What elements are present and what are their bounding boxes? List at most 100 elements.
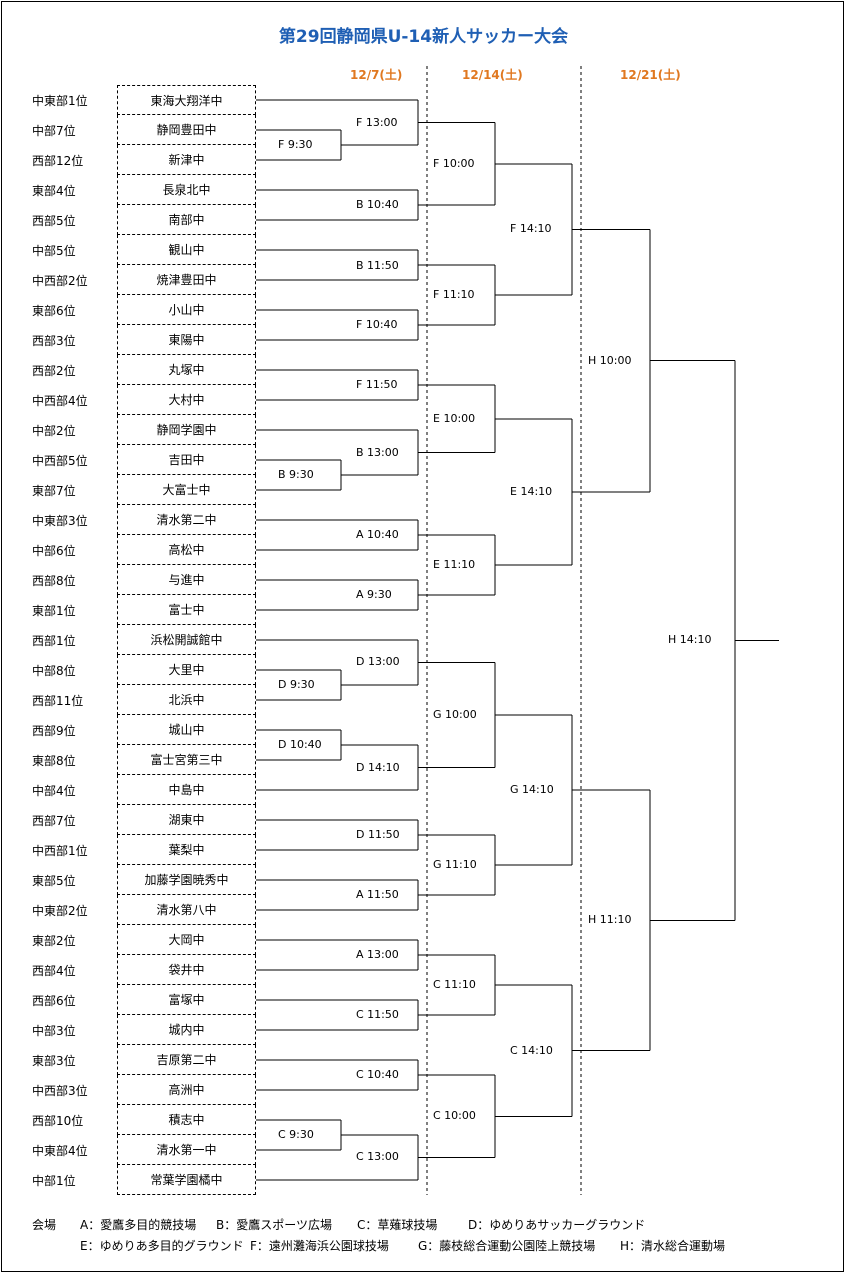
team-rank: 中西部3位 — [32, 1084, 88, 1098]
team-rank: 中西部2位 — [32, 274, 88, 288]
team-rank: 中部1位 — [32, 1174, 76, 1188]
team-rank: 西部7位 — [32, 814, 76, 828]
team-rank: 中部6位 — [32, 544, 76, 558]
team-school: 清水第八中 — [117, 895, 256, 925]
match-label: G 11:10 — [433, 858, 477, 871]
match-label: B 11:50 — [356, 259, 399, 272]
match-label: G 14:10 — [510, 783, 554, 796]
team-school: 高松中 — [117, 535, 256, 565]
match-label: F 13:00 — [356, 116, 398, 129]
team-rank: 東部4位 — [32, 184, 76, 198]
team-school: 焼津豊田中 — [117, 265, 256, 295]
team-rank: 中東部1位 — [32, 94, 88, 108]
team-rank: 西部4位 — [32, 964, 76, 978]
legend-venue-f: F：遠州灘海浜公園球技場 — [250, 1239, 389, 1253]
page-title: 第29回静岡県U-14新人サッカー大会 — [278, 27, 569, 47]
team-rank: 中東部4位 — [32, 1144, 88, 1158]
match-label: E 10:00 — [433, 411, 476, 425]
team-school: 富士宮第三中 — [117, 745, 256, 775]
legend-venue-d: D：ゆめりあサッカーグラウンド — [468, 1218, 646, 1232]
match-label: D 14:10 — [356, 761, 400, 774]
team-rank: 西部6位 — [32, 994, 76, 1008]
match-label: D 13:00 — [356, 655, 400, 668]
match-label: A 10:40 — [356, 528, 399, 541]
team-rank: 中部8位 — [32, 664, 76, 678]
match-label: F 14:10 — [510, 222, 552, 236]
team-school: 静岡豊田中 — [117, 115, 256, 145]
team-school: 静岡学園中 — [117, 415, 256, 445]
match-label: H 11:10 — [588, 913, 632, 927]
team-school: 浜松開誠館中 — [117, 625, 256, 655]
team-school: 吉田中 — [117, 445, 256, 475]
team-rank: 西部8位 — [32, 574, 76, 588]
match-label: F 9:30 — [278, 138, 313, 151]
team-school: 長泉北中 — [117, 175, 256, 205]
team-rank: 中部7位 — [32, 124, 76, 138]
match-label: E 11:10 — [433, 558, 476, 571]
team-school: 大里中 — [117, 655, 256, 685]
team-rank: 東部8位 — [32, 754, 76, 768]
team-school: 城山中 — [117, 715, 256, 745]
team-school: 中島中 — [117, 775, 256, 805]
match-label: B 10:40 — [356, 198, 399, 211]
team-rank: 東部6位 — [32, 304, 76, 318]
match-label: F 11:10 — [433, 288, 475, 301]
match-label: C 10:00 — [433, 1109, 476, 1123]
team-school: 観山中 — [117, 235, 256, 265]
match-label: F 10:00 — [433, 156, 475, 170]
match-label: A 13:00 — [356, 948, 399, 961]
team-school: 袋井中 — [117, 955, 256, 985]
team-rank: 西部10位 — [32, 1114, 84, 1128]
team-school: 清水第一中 — [117, 1135, 256, 1165]
match-label: D 11:50 — [356, 828, 400, 841]
match-label: C 9:30 — [278, 1128, 314, 1141]
legend-venue-g: G：藤枝総合運動公園陸上競技場 — [418, 1239, 596, 1253]
team-school: 与進中 — [117, 565, 256, 595]
team-rank: 東部5位 — [32, 874, 76, 888]
match-label: H 14:10 — [668, 633, 712, 647]
team-school: 清水第二中 — [117, 505, 256, 535]
team-school: 大岡中 — [117, 925, 256, 955]
match-label: D 9:30 — [278, 678, 315, 691]
team-rank: 中東部3位 — [32, 514, 88, 528]
legend-venue-e: E：ゆめりあ多目的グラウンド — [80, 1239, 244, 1253]
team-school: 小山中 — [117, 295, 256, 325]
team-school: 大村中 — [117, 385, 256, 415]
team-school: 東海大翔洋中 — [117, 85, 256, 115]
team-rank: 西部1位 — [32, 634, 76, 648]
match-label: C 14:10 — [510, 1043, 553, 1057]
match-label: D 10:40 — [278, 738, 322, 751]
team-rank: 中西部5位 — [32, 454, 88, 468]
team-rank: 西部5位 — [32, 214, 76, 228]
legend-venue-a: A：愛鷹多目的競技場 — [80, 1218, 197, 1232]
team-rank: 西部3位 — [32, 334, 76, 348]
team-rank: 西部9位 — [32, 724, 76, 738]
team-school: 常葉学園橘中 — [117, 1165, 256, 1195]
team-school: 富塚中 — [117, 985, 256, 1015]
team-rank: 東部1位 — [32, 604, 76, 618]
match-label: F 10:40 — [356, 318, 398, 331]
team-school: 富士中 — [117, 595, 256, 625]
team-school: 大富士中 — [117, 475, 256, 505]
team-rank: 西部12位 — [32, 154, 84, 168]
team-school: 新津中 — [117, 145, 256, 175]
date-round3: 12/21(土) — [620, 68, 681, 82]
team-rank: 東部2位 — [32, 934, 76, 948]
team-school: 南部中 — [117, 205, 256, 235]
team-school: 積志中 — [117, 1105, 256, 1135]
team-rank: 中西部1位 — [32, 844, 88, 858]
team-rank: 中西部4位 — [32, 394, 88, 408]
team-school: 高洲中 — [117, 1075, 256, 1105]
match-label: B 9:30 — [278, 468, 314, 481]
team-rank: 中部2位 — [32, 424, 76, 438]
team-rank: 西部2位 — [32, 364, 76, 378]
team-school: 城内中 — [117, 1015, 256, 1045]
team-school: 北浜中 — [117, 685, 256, 715]
match-label: H 10:00 — [588, 353, 632, 367]
legend-venue-b: B：愛鷹スポーツ広場 — [216, 1218, 332, 1232]
match-label: B 13:00 — [356, 446, 399, 459]
match-label: F 11:50 — [356, 378, 398, 391]
team-school: 加藤学園暁秀中 — [117, 865, 256, 895]
team-rank: 中部4位 — [32, 784, 76, 798]
